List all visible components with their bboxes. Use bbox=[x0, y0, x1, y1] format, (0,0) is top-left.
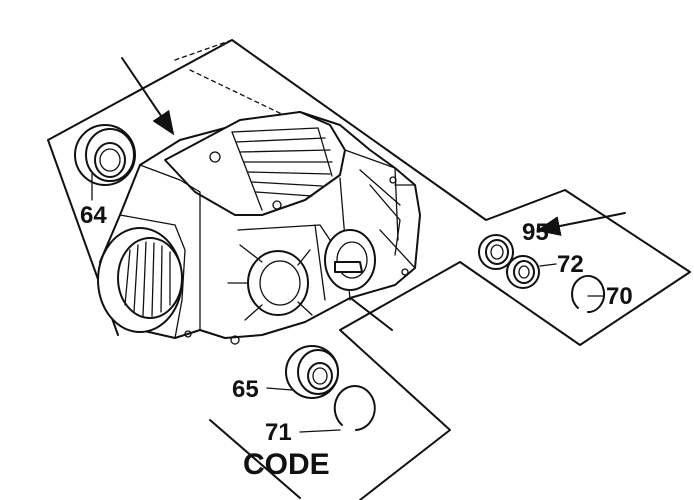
part-64-bearing bbox=[74, 124, 136, 186]
bearing-95-arrow bbox=[536, 212, 626, 236]
part-65-leader bbox=[266, 387, 293, 391]
part-71-snap-ring bbox=[333, 385, 376, 431]
housing-arrow-top bbox=[121, 57, 175, 136]
part-72-leader bbox=[539, 263, 557, 267]
dashed-leader-line bbox=[174, 39, 291, 119]
part-65-bearing bbox=[285, 345, 339, 399]
callout-70: 70 bbox=[606, 283, 633, 310]
callout-72: 72 bbox=[557, 251, 584, 278]
callout-71: 71 bbox=[265, 419, 292, 446]
part-70-snap-ring bbox=[571, 275, 606, 314]
code-label: CODE bbox=[243, 448, 330, 481]
gear-case-housing bbox=[97, 111, 421, 345]
callout-65: 65 bbox=[232, 376, 259, 403]
callout-95: 95 bbox=[522, 219, 549, 246]
callout-64: 64 bbox=[80, 202, 107, 229]
part-71-leader bbox=[299, 429, 341, 433]
part-95-bearing bbox=[478, 234, 514, 270]
part-72-bearing bbox=[506, 255, 540, 289]
